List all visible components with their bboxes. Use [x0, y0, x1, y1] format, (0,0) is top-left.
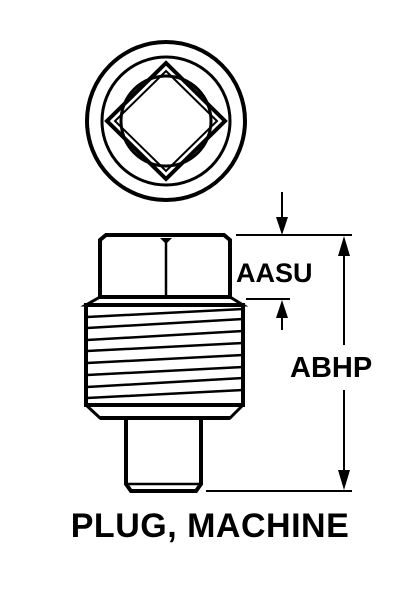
top-view-outer-circle — [85, 40, 247, 202]
abhp-label: ABHP — [290, 352, 372, 384]
top-view-square-inner — [113, 69, 219, 173]
top-view-middle-circle — [100, 55, 232, 187]
diagram-title: PLUG, MACHINE — [70, 507, 350, 545]
abhp-arrow-bottom — [338, 470, 350, 490]
top-view-inner-circle — [119, 74, 213, 168]
top-view-square-socket — [104, 60, 228, 182]
dimensions: AASU ABHP — [206, 192, 372, 492]
shank — [124, 418, 203, 493]
abhp-arrow-top — [338, 236, 350, 256]
aasu-arrow-bottom — [276, 300, 288, 318]
side-view — [80, 233, 249, 493]
aasu-label: AASU — [236, 258, 313, 288]
hex-head-center-mark — [160, 238, 172, 244]
aasu-arrow-top — [276, 217, 288, 235]
thread-lines — [86, 307, 244, 400]
top-view — [85, 40, 247, 202]
